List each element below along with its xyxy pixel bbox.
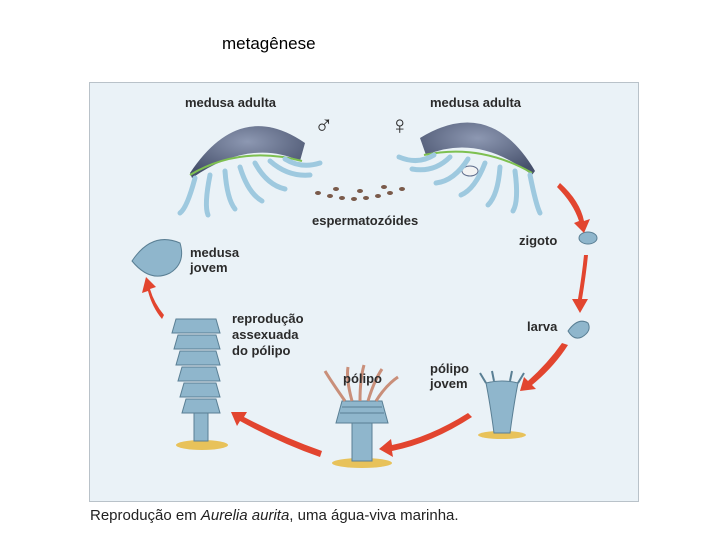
strobila-illustration: [171, 318, 228, 450]
polyp-illustration: [323, 364, 399, 468]
caption-species: Aurelia aurita: [200, 507, 290, 524]
label-polipo-jovem-line1: pólipo: [430, 361, 469, 376]
figure-caption: Reprodução em Aurelia aurita, uma água-v…: [90, 507, 459, 524]
label-polipo-jovem-line2: jovem: [430, 376, 468, 391]
label-espermatozoides: espermatozóides: [312, 213, 419, 228]
label-reproducao-line3: do pólipo: [232, 343, 291, 358]
label-reproducao-line2: assexuada: [232, 327, 299, 342]
female-symbol-icon: ♀: [390, 110, 410, 140]
label-medusa-adulta-male: medusa adulta: [185, 95, 277, 110]
male-symbol-icon: ♂: [314, 110, 334, 140]
label-medusa-adulta-female: medusa adulta: [430, 95, 522, 110]
caption-prefix: Reprodução em: [90, 507, 201, 524]
label-larva: larva: [527, 319, 558, 334]
larva-illustration: [567, 320, 590, 339]
young-medusa-illustration: [131, 239, 183, 277]
label-medusa-jovem-line2: jovem: [190, 260, 228, 275]
label-reproducao-line1: reprodução: [232, 311, 304, 326]
label-medusa-jovem-line1: medusa: [190, 245, 240, 260]
label-zigoto: zigoto: [519, 233, 558, 248]
caption-suffix: , uma água-viva marinha.: [289, 507, 459, 524]
young-polyp-illustration: [478, 370, 526, 439]
label-polipo: pólipo: [343, 371, 382, 386]
cycle-arrows: [142, 183, 590, 457]
life-cycle-figure: medusa adulta medusa adulta ♂ ♀ espermat…: [89, 82, 639, 502]
zygote-illustration: [578, 231, 598, 245]
life-cycle-diagram: [131, 122, 598, 468]
female-medusa-illustration: [396, 122, 543, 216]
male-medusa-illustration: [177, 126, 323, 218]
sperm-illustration: [315, 185, 405, 201]
slide-title: metagênese: [222, 34, 316, 53]
